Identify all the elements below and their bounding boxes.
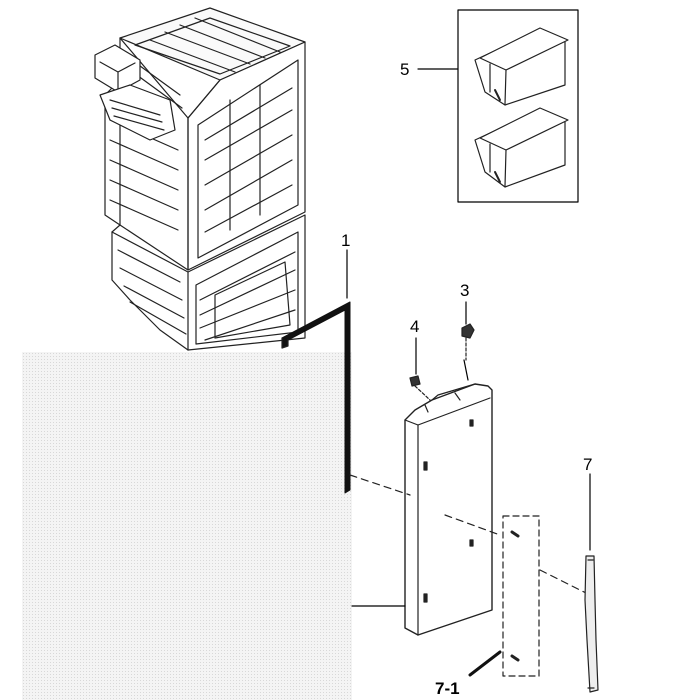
callout-5: 5 <box>400 60 410 79</box>
callout-1: 1 <box>341 231 351 250</box>
door-bins-group <box>457 9 579 203</box>
callout-7-1: 7-1 <box>435 679 460 698</box>
refrigerator-cabinet <box>94 7 306 351</box>
door-gasket <box>281 301 351 494</box>
door-handle <box>584 555 599 693</box>
callout-4: 4 <box>410 317 420 336</box>
stippled-background-area <box>22 352 352 700</box>
callout-7: 7 <box>583 455 593 474</box>
door-panel <box>404 383 493 636</box>
hinge-part-4 <box>409 375 431 401</box>
handle-bracket-outline <box>502 515 540 677</box>
callout-3: 3 <box>460 281 470 300</box>
hinge-part-3 <box>461 323 475 381</box>
